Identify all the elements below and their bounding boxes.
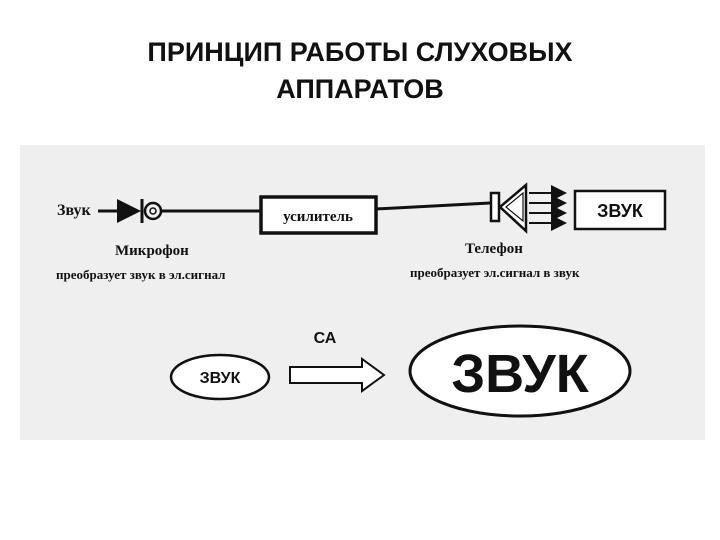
telephone-description: преобразует эл.сигнал в звук xyxy=(410,265,580,280)
output-sound-label: ЗВУК xyxy=(597,201,644,221)
sound-wave-arrows xyxy=(529,185,567,231)
small-sound-label: ЗВУК xyxy=(200,370,241,387)
amplifier-box xyxy=(259,195,378,235)
large-sound-label: ЗВУК xyxy=(451,344,589,404)
amplifier-label: усилитель xyxy=(283,209,353,225)
amplification-arrow xyxy=(289,357,386,393)
microphone-icon xyxy=(140,199,163,223)
microphone-label: Микрофон xyxy=(115,243,189,259)
title-line-2: АППАРАТОВ xyxy=(276,74,444,104)
speaker-icon xyxy=(489,182,528,234)
telephone-label: Телефон xyxy=(465,241,523,257)
hearing-aid-label: СА xyxy=(314,330,337,347)
slide-title: ПРИНЦИП РАБОТЫ СЛУХОВЫХ АППАРАТОВ xyxy=(0,34,720,108)
microphone-description: преобразует звук в эл.сигнал xyxy=(56,267,225,282)
diagram-scan: Звук усилитель ЗВУК xyxy=(20,145,705,440)
large-sound-ellipse xyxy=(408,324,632,418)
signal-line-2 xyxy=(375,201,491,211)
output-sound-box xyxy=(573,189,667,231)
title-line-1: ПРИНЦИП РАБОТЫ СЛУХОВЫХ xyxy=(147,37,573,67)
diagram-canvas: Звук усилитель ЗВУК xyxy=(56,182,667,418)
small-sound-ellipse xyxy=(169,353,271,401)
input-sound-label: Звук xyxy=(57,202,92,219)
